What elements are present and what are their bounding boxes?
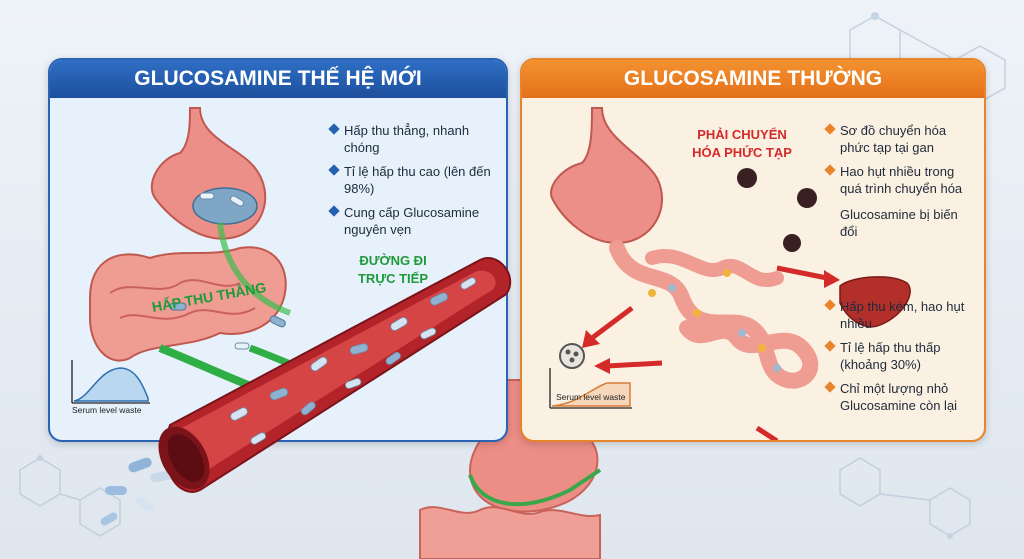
drawback-item: Sơ đồ chuyển hóa phức tạp tại gan — [824, 122, 974, 156]
bullet-diamond-icon — [824, 299, 836, 311]
drawback-item: Tỉ lệ hấp thu thấp (khoảng 30%) — [824, 339, 974, 373]
benefit-item: Tỉ lệ hấp thu cao (lên đến 98%) — [328, 163, 498, 197]
regular-drawbacks-top: Sơ đồ chuyển hóa phức tạp tại gan Hao hụ… — [824, 122, 974, 204]
regular-drawbacks-bottom: Hấp thu kém, hao hụt nhiều Tỉ lệ hấp thu… — [824, 298, 974, 421]
bullet-diamond-icon — [824, 123, 836, 135]
right-graph-caption: Serum level waste — [556, 392, 626, 402]
bullet-diamond-icon — [328, 205, 340, 217]
bullet-diamond-icon — [824, 164, 836, 176]
regular-glucosamine-title: GLUCOSAMINE THƯỜNG — [522, 60, 984, 98]
floating-capsules — [100, 457, 172, 526]
drawback-item: Hấp thu kém, hao hụt nhiều — [824, 298, 974, 332]
regular-glucosamine-panel: GLUCOSAMINE THƯỜNG PHẢI CHUYỂN HÓA PHỨC … — [520, 58, 986, 442]
bullet-diamond-icon — [328, 123, 340, 135]
new-generation-benefits: Hấp thu thẳng, nhanh chóng Tỉ lệ hấp thu… — [328, 122, 498, 245]
blood-vessel-illustration — [158, 257, 512, 493]
new-generation-title: GLUCOSAMINE THẾ HỆ MỚI — [50, 60, 506, 98]
complex-metabolism-illustration — [549, 107, 911, 440]
transformed-note: Glucosamine bị biến đổi — [840, 207, 958, 239]
benefit-item: Cung cấp Glucosamine nguyên vẹn — [328, 204, 498, 238]
bullet-diamond-icon — [824, 340, 836, 352]
benefit-item: Hấp thu thẳng, nhanh chóng — [328, 122, 498, 156]
drawback-item: Hao hụt nhiều trong quá trình chuyển hóa — [824, 163, 974, 197]
left-graph-caption: Serum level waste — [72, 405, 142, 415]
direct-path-label: ĐƯỜNG ĐI TRỰC TIẾP — [357, 253, 428, 286]
bullet-diamond-icon — [328, 164, 340, 176]
complex-conversion-label: PHẢI CHUYỂN HÓA PHỨC TẠP — [692, 127, 792, 160]
drawback-item: Chỉ một lượng nhỏ Glucosamine còn lại — [824, 380, 974, 414]
bullet-diamond-icon — [824, 381, 836, 393]
new-generation-panel: GLUCOSAMINE THẾ HỆ MỚI Hấp thu thẳng, nh… — [48, 58, 508, 442]
